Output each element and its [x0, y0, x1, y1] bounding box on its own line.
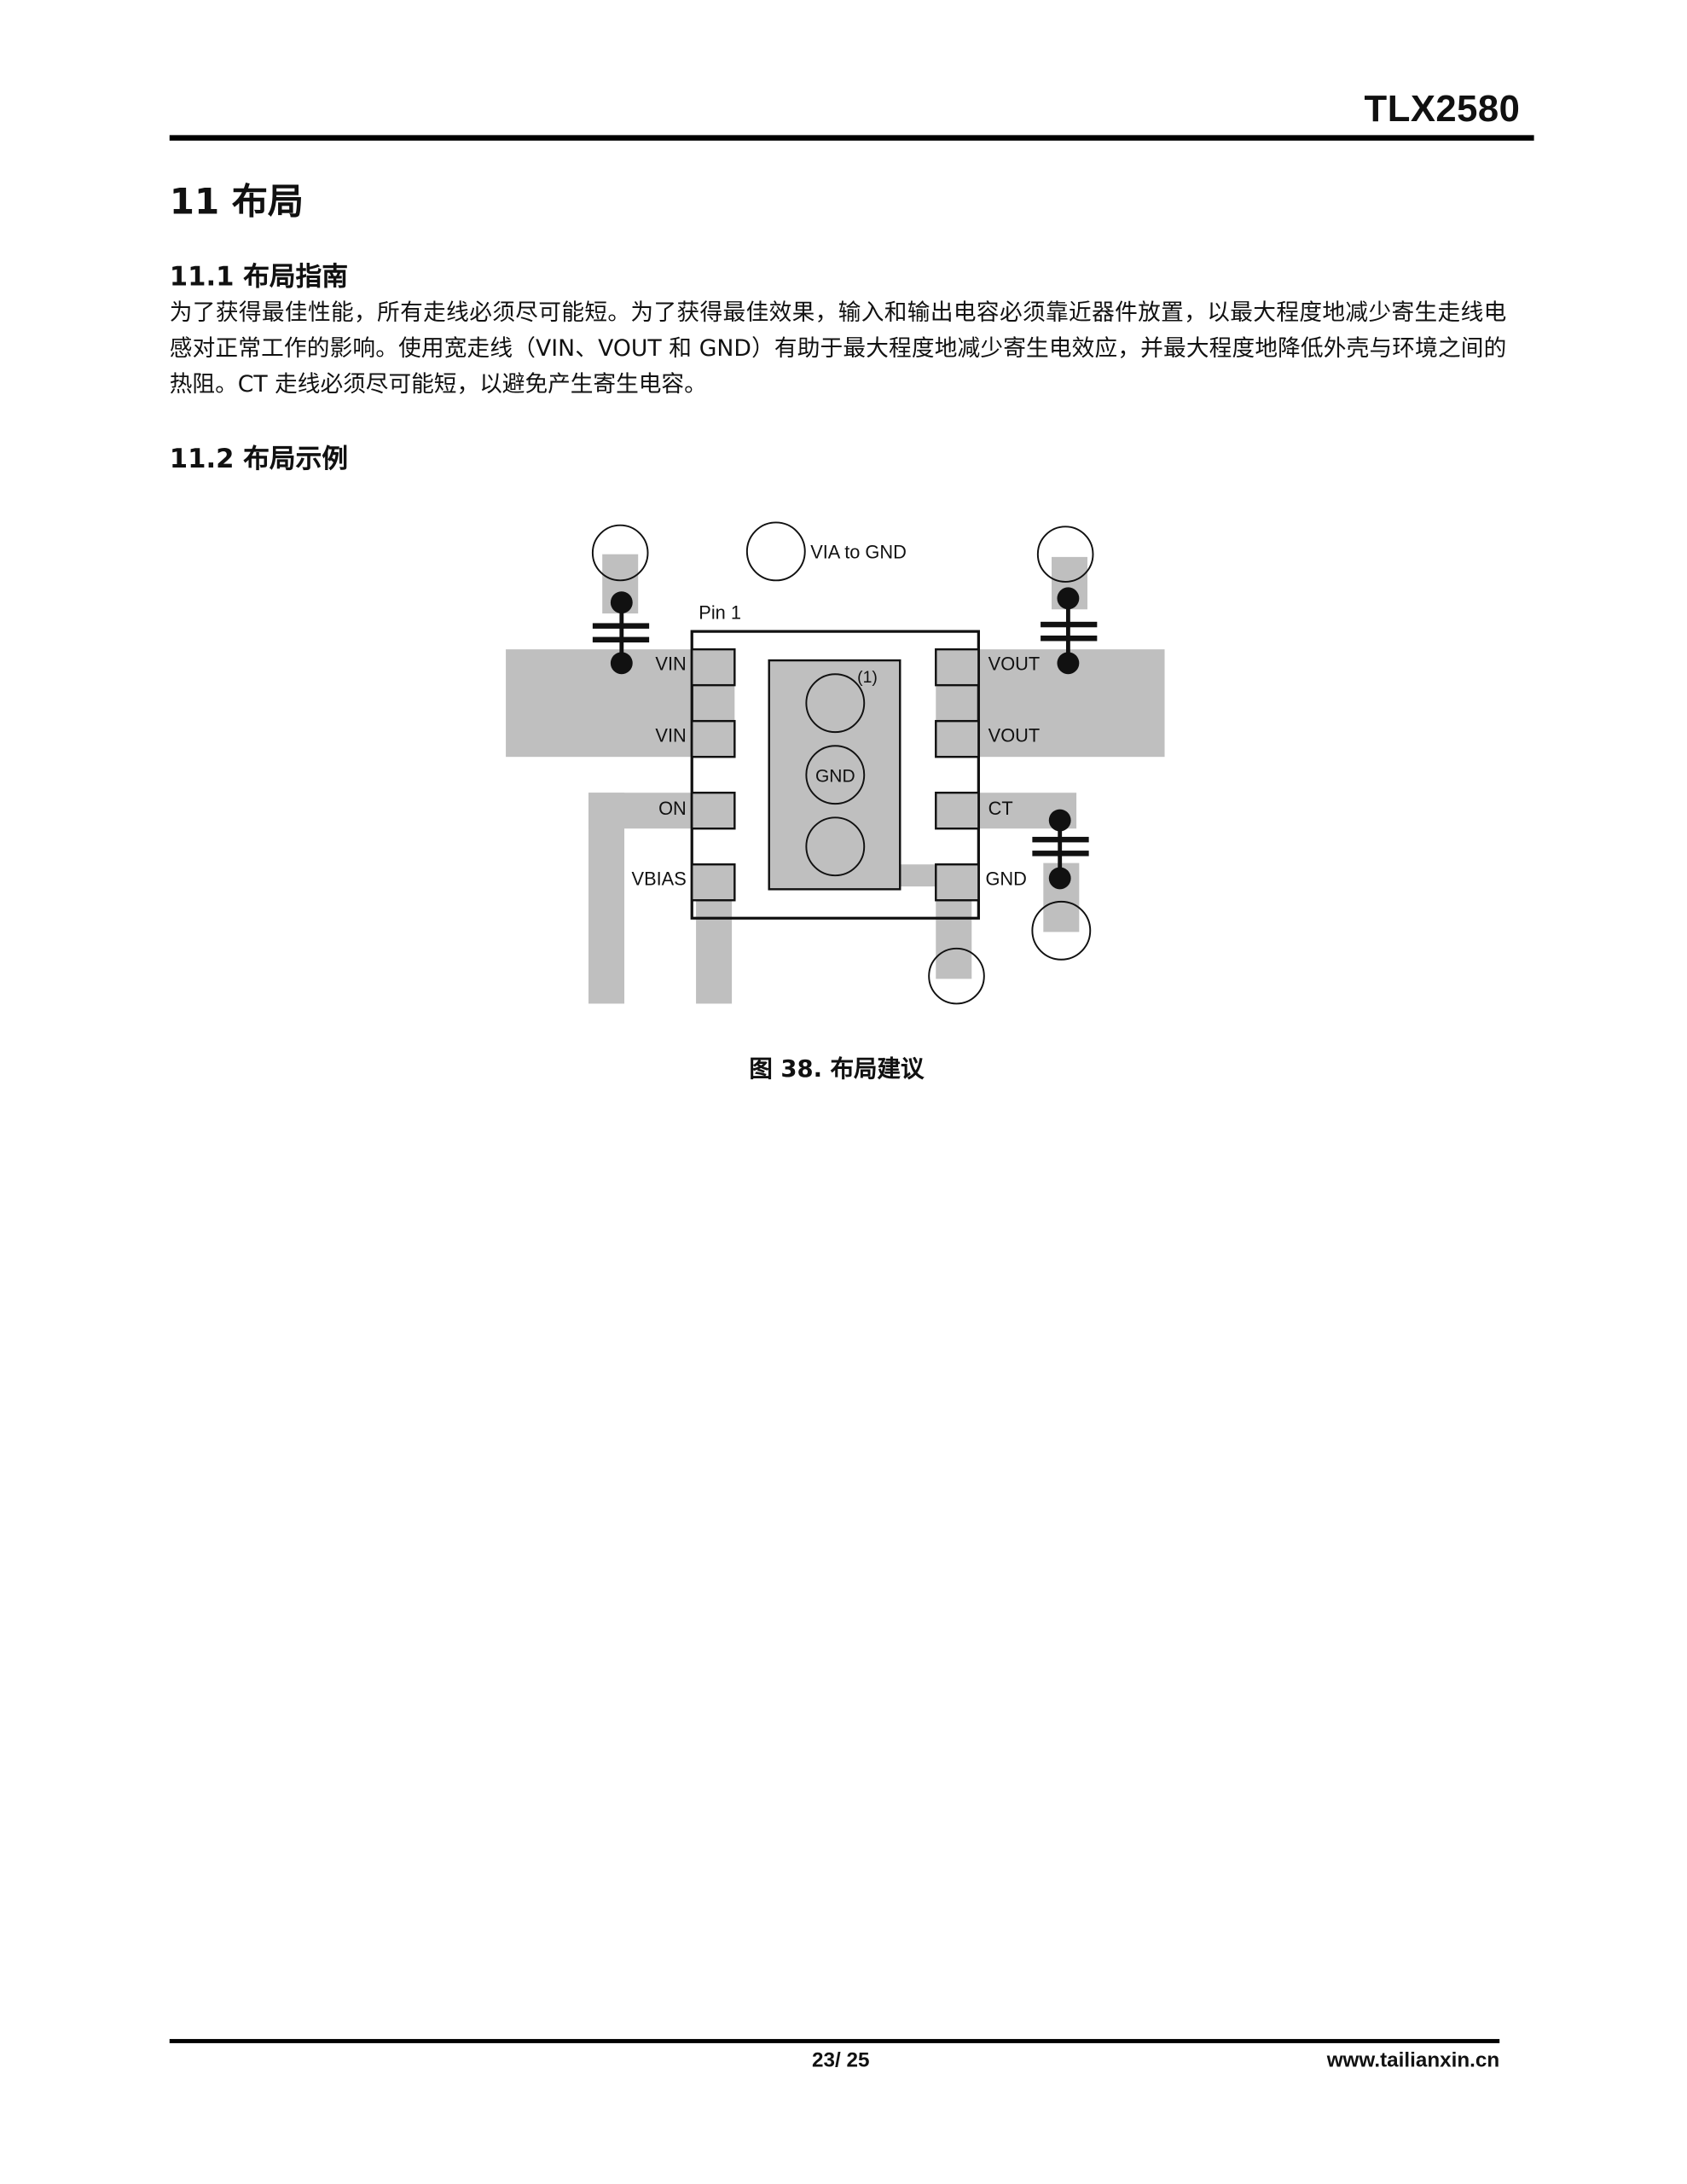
- subsection-title-example: 11.2 布局示例: [169, 444, 349, 474]
- page-number: 23/ 25: [812, 2048, 870, 2072]
- vout-capacitor-icon: [1041, 587, 1098, 675]
- subsection-title-guidelines: 11.1 布局指南: [169, 262, 349, 293]
- pin-label-left: VIN: [655, 724, 686, 746]
- via-icon: [1031, 900, 1092, 961]
- vin-capacitor-icon: [592, 591, 650, 675]
- via-legend-label: VIA to GND: [810, 541, 907, 562]
- product-header: TLX2580: [1364, 88, 1521, 130]
- thermal-pad-label: GND: [815, 766, 855, 786]
- pin-label-left: VIN: [655, 653, 686, 674]
- section-title: 11 布局: [169, 182, 304, 224]
- pin-pad: [935, 719, 980, 758]
- layout-diagram: VIA to GND Pin 1 (1) GND VIN VIN ON VBIA…: [506, 521, 1165, 1005]
- pin-label-right: VOUT: [988, 724, 1041, 746]
- gnd-trace: [900, 864, 942, 887]
- pin-label-left: ON: [658, 798, 687, 819]
- pin1-label: Pin 1: [699, 602, 741, 624]
- package-outline: [690, 630, 980, 920]
- website-link[interactable]: www.tailianxin.cn: [1326, 2048, 1500, 2072]
- pin-pad: [935, 791, 980, 830]
- via-legend-icon: [745, 521, 806, 582]
- via-icon: [928, 947, 985, 1005]
- on-trace-vertical: [588, 793, 625, 1004]
- pin-label-left: VBIAS: [632, 868, 687, 889]
- layout-guidelines-paragraph: 为了获得最佳性能，所有走线必须尽可能短。为了获得最佳效果，输入和输出电容必须靠近…: [169, 299, 1507, 398]
- note-label: (1): [857, 668, 878, 687]
- figure-caption: 图 38. 布局建议: [749, 1055, 925, 1084]
- pin-pad: [691, 719, 736, 758]
- via-icon: [1036, 526, 1094, 583]
- thermal-pad: [768, 659, 901, 891]
- via-icon: [805, 673, 866, 734]
- ct-capacitor-icon: [1032, 809, 1089, 890]
- footer-rule: [169, 2039, 1500, 2043]
- pin-label-right: CT: [988, 798, 1013, 819]
- pin-pad: [691, 863, 736, 902]
- pin-pad: [935, 648, 980, 687]
- via-icon: [591, 524, 649, 582]
- pin-pad: [691, 648, 736, 687]
- pin-pad: [691, 791, 736, 830]
- pin-pad: [935, 863, 980, 902]
- pin-label-right: VOUT: [988, 653, 1041, 674]
- pin-label-right: GND: [985, 868, 1026, 889]
- via-icon: [805, 745, 866, 805]
- header-rule: [169, 135, 1534, 141]
- via-icon: [805, 816, 866, 877]
